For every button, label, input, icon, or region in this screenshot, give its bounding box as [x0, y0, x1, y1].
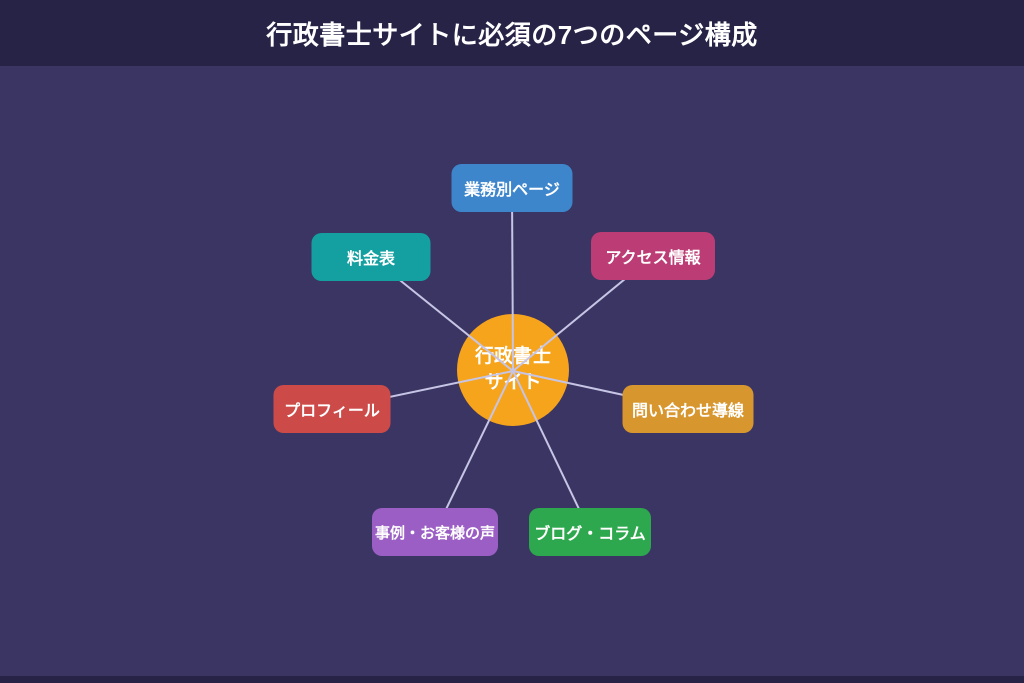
node-blog-column-label: ブログ・コラム	[534, 526, 646, 543]
node-profile: プロフィール	[273, 385, 391, 433]
node-contact-flow: 問い合わせ導線	[622, 385, 754, 433]
node-access-info: アクセス情報	[591, 232, 715, 280]
node-access-info-label: アクセス情報	[605, 250, 701, 267]
center-node-label-line1: 行政書士	[474, 346, 551, 368]
node-profile-label: プロフィール	[284, 403, 380, 420]
node-price-table-label: 料金表	[346, 251, 395, 268]
node-business-pages: 業務別ページ	[451, 164, 573, 212]
node-price-table: 料金表	[311, 233, 431, 281]
center-node: 行政書士 サイト	[457, 314, 569, 426]
node-case-voice: 事例・お客様の声	[372, 508, 498, 556]
node-case-voice-label: 事例・お客様の声	[374, 524, 495, 542]
node-contact-flow-label: 問い合わせ導線	[631, 403, 744, 420]
node-business-pages-label: 業務別ページ	[464, 182, 560, 199]
bottom-bar	[0, 676, 1024, 683]
title-bar: 行政書士サイトに必須の7つのページ構成	[0, 0, 1024, 66]
page-title: 行政書士サイトに必須の7つのページ構成	[266, 19, 758, 50]
node-blog-column: ブログ・コラム	[529, 508, 651, 556]
center-node-label-line2: サイト	[484, 372, 542, 393]
